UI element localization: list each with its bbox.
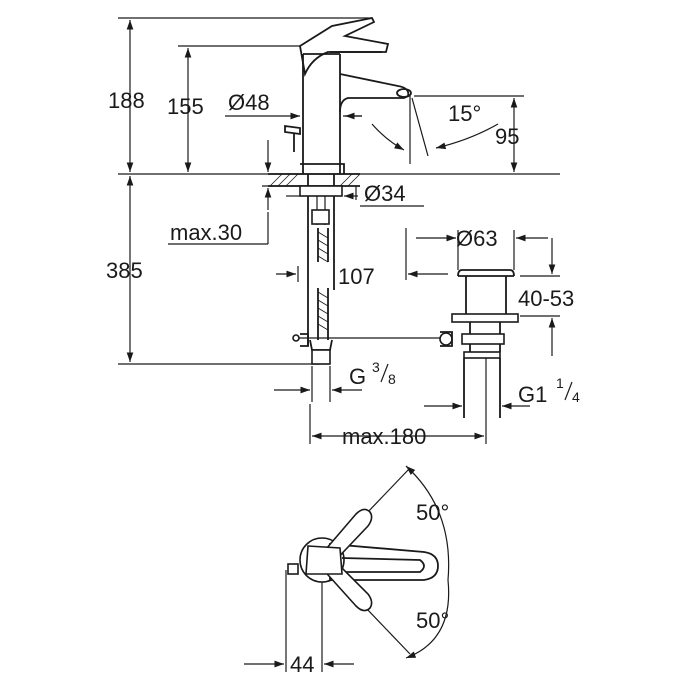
supply-thread-numerator: 3 xyxy=(372,359,380,375)
label-max-deck-thickness: max.30 xyxy=(170,220,242,245)
top-spout xyxy=(329,543,439,581)
label-waste-thread: G1 1 4 xyxy=(518,375,580,407)
label-waste-range: 40-53 xyxy=(518,286,574,311)
lever xyxy=(299,16,390,78)
top-view xyxy=(244,465,450,672)
label-lever-offset: 44 xyxy=(290,652,314,677)
label-under-deck-length: 385 xyxy=(106,258,143,283)
label-lever-angle-top: 50° xyxy=(416,500,449,525)
label-mount-hole-diameter: Ø34 xyxy=(364,181,406,206)
label-pop-up-offset: 107 xyxy=(338,264,375,289)
label-spout-angle: 15° xyxy=(448,101,481,126)
faucet-body xyxy=(302,54,341,174)
label-lever-angle-bottom: 50° xyxy=(416,608,449,633)
label-total-height: 188 xyxy=(108,88,145,113)
label-max-width: max.180 xyxy=(342,424,426,449)
label-spout-outlet-height: 95 xyxy=(495,124,519,149)
label-body-diameter: Ø48 xyxy=(228,90,270,115)
spout xyxy=(339,73,410,113)
supply-thread-denominator: 8 xyxy=(388,371,396,387)
pop-up-waste xyxy=(439,269,519,418)
waste-thread-g1: G1 xyxy=(518,382,547,407)
waste-thread-numerator: 1 xyxy=(556,375,564,391)
label-waste-diameter: Ø63 xyxy=(456,226,498,251)
side-view xyxy=(118,16,560,444)
waste-thread-denominator: 4 xyxy=(572,389,580,405)
supply-thread-g: G xyxy=(349,364,366,389)
label-spout-height: 155 xyxy=(167,94,204,119)
top-lever xyxy=(305,508,373,612)
supply-hoses xyxy=(307,228,329,346)
label-supply-thread: G 3 8 xyxy=(349,359,396,389)
pop-up-knob xyxy=(284,124,301,136)
